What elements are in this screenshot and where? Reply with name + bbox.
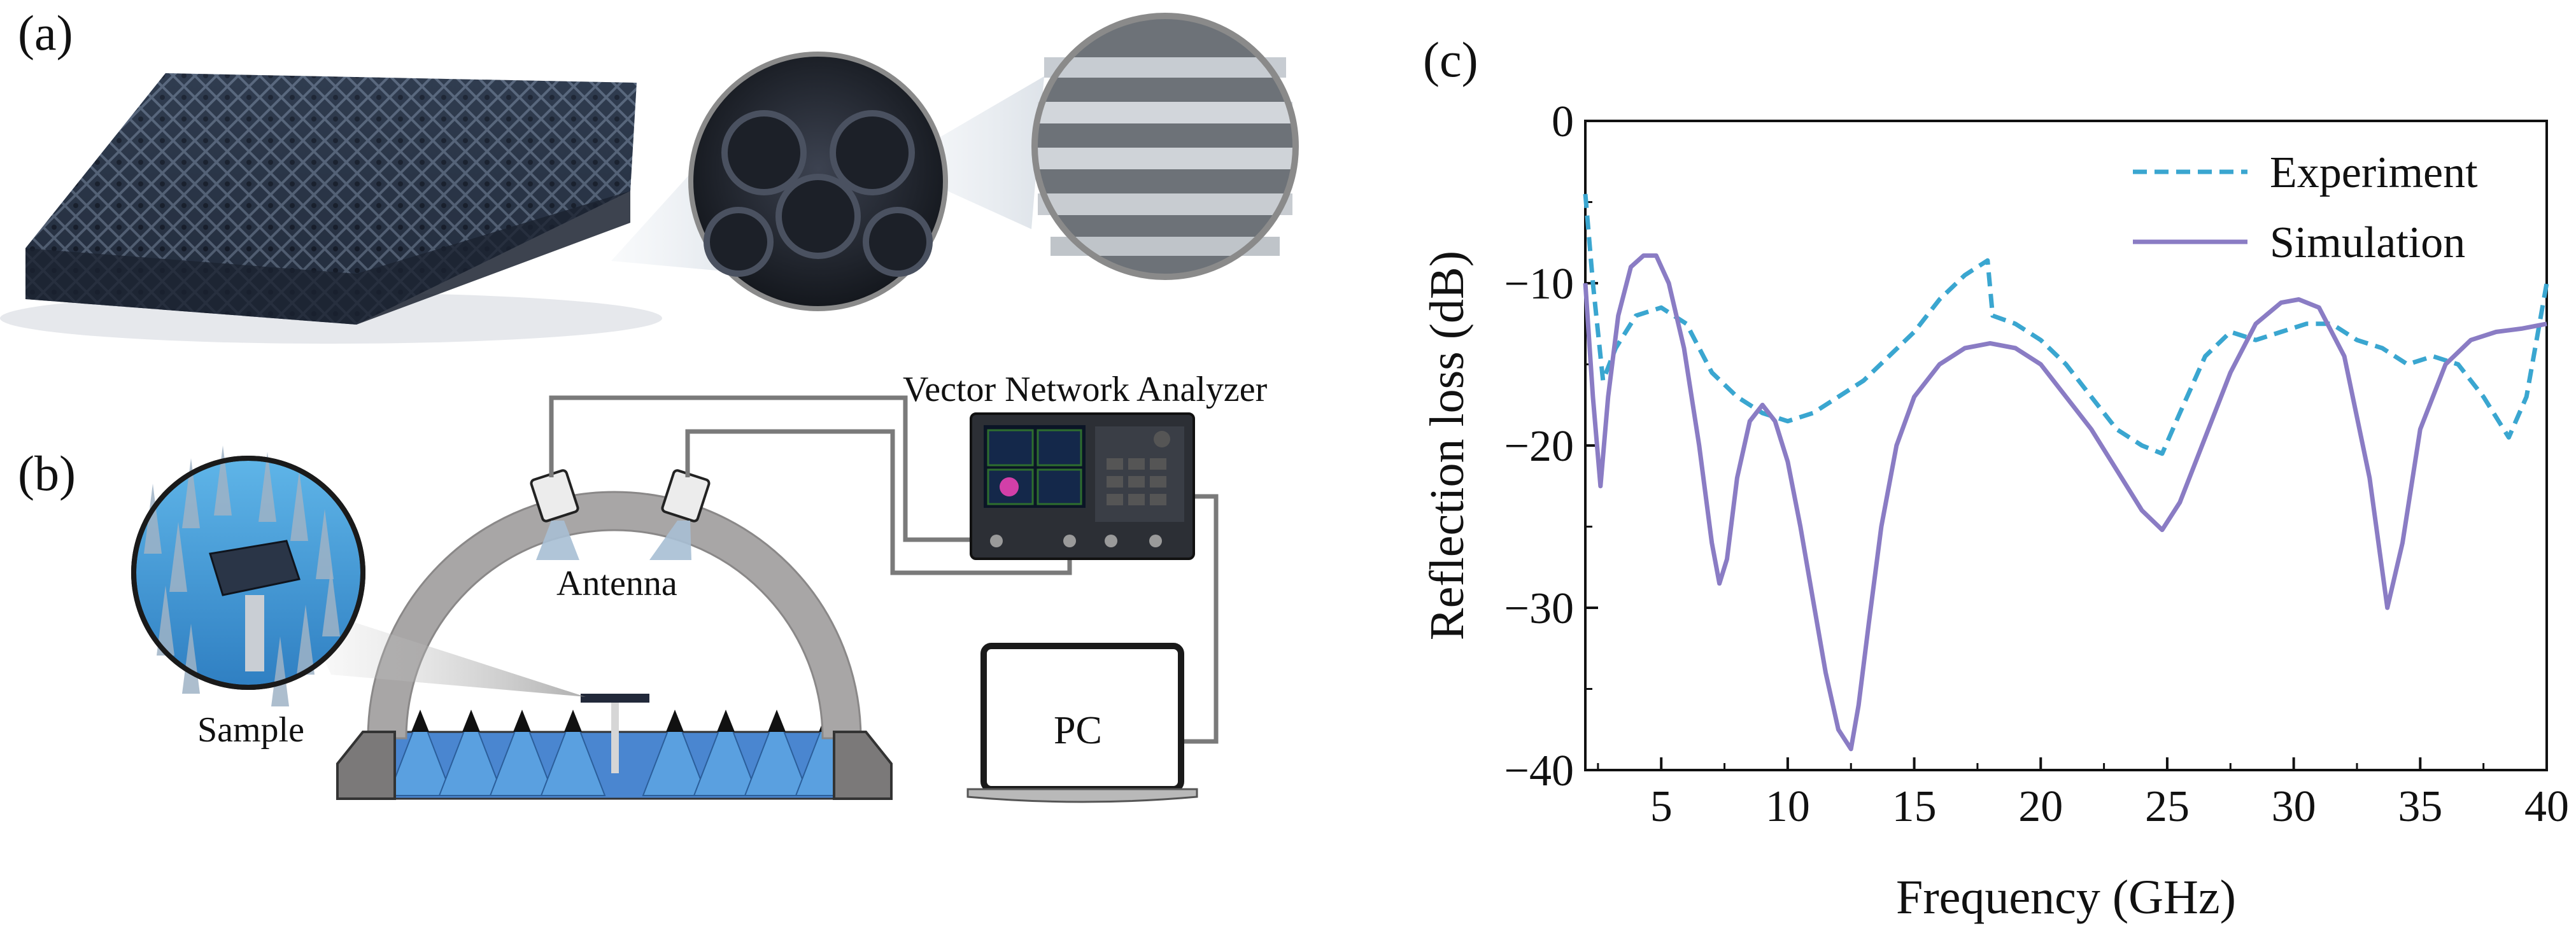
absorber-cone — [438, 711, 504, 796]
absorber-cone-tip — [666, 710, 684, 732]
absorber-cone — [489, 711, 555, 796]
panel-label-a: (a) — [18, 5, 73, 60]
panel-label-c: (c) — [1423, 32, 1478, 87]
x-tick-label: 30 — [2272, 782, 2316, 831]
measurement-arch — [367, 491, 862, 740]
y-tick-label: −20 — [1504, 422, 1574, 471]
x-tick-label: 5 — [1650, 782, 1673, 831]
anechoic-chamber — [336, 491, 893, 800]
series-line-simulation — [1583, 253, 2547, 752]
absorber-cone — [642, 711, 708, 796]
x-tick-label: 40 — [2524, 782, 2569, 831]
inset-spike — [316, 509, 334, 579]
x-tick-label: 20 — [2018, 782, 2063, 831]
laptop-pc — [966, 643, 1198, 803]
absorber-cone-tip — [717, 710, 735, 732]
absorber-cone-tip — [462, 710, 480, 732]
inset-spike — [157, 586, 174, 656]
sample-inset — [131, 445, 365, 706]
lattice-sample-photo — [0, 73, 662, 344]
pc-label: PC — [1054, 709, 1102, 752]
absorber-cone-tip — [411, 710, 429, 732]
x-tick-label: 25 — [2145, 782, 2190, 831]
inset-absorber-spikes — [144, 445, 340, 706]
panel-a: (a) — [0, 5, 1299, 344]
y-tick-label: 0 — [1552, 97, 1574, 146]
inset-spike — [258, 452, 276, 522]
antenna-left — [530, 469, 579, 560]
antenna-right — [649, 469, 711, 560]
legend-label-experiment: Experiment — [2270, 148, 2478, 197]
inset-spike — [271, 636, 289, 706]
series-line-experiment — [1583, 193, 2549, 456]
inset-spike — [290, 471, 308, 541]
inset-spike — [182, 458, 200, 528]
y-axis-label: Reflection loss (dB) — [1420, 251, 1474, 640]
zoom-beam-2 — [891, 76, 1044, 229]
absorber-cone — [744, 711, 810, 796]
inset-spike — [214, 445, 232, 516]
absorber-cone-tip — [768, 710, 786, 732]
absorber-cone — [387, 711, 453, 796]
sample-stand — [611, 697, 619, 773]
vector-network-analyzer — [970, 412, 1195, 560]
zoom-circle-structure — [688, 52, 948, 311]
x-axis-label: Frequency (GHz) — [1896, 871, 2236, 924]
inset-spike — [169, 522, 187, 592]
absorber-cone-tip — [564, 710, 582, 732]
panel-label-b: (b) — [18, 445, 76, 501]
arch-foot-left — [336, 731, 396, 800]
inset-spike — [297, 605, 315, 675]
x-tick-label: 35 — [2398, 782, 2442, 831]
antenna-label: Antenna — [556, 564, 677, 603]
vna-label: Vector Network Analyzer — [903, 370, 1268, 409]
absorber-cone — [540, 711, 606, 796]
inset-spike — [322, 566, 340, 636]
sample-zoom-cone — [299, 605, 586, 697]
legend-label-simulation: Simulation — [2270, 218, 2465, 267]
y-tick-label: −10 — [1504, 260, 1574, 309]
y-tick-label: −30 — [1504, 584, 1574, 633]
absorber-cone — [693, 711, 759, 796]
x-tick-label: 10 — [1766, 782, 1810, 831]
panel-c: (c) 5 10 15 20 25 30 35 40 0 −10 −20 −30 −40Frequenc… — [1420, 32, 2569, 924]
zoom-circle-surface — [1031, 13, 1299, 280]
inset-spike — [144, 484, 162, 554]
arch-foot-right — [833, 731, 893, 800]
sample-label: Sample — [197, 710, 304, 750]
y-tick-label: −40 — [1504, 747, 1574, 796]
sample-plate — [581, 694, 649, 703]
x-tick-label: 15 — [1892, 782, 1937, 831]
absorber-cones — [387, 710, 861, 796]
absorber-cone-tip — [513, 710, 531, 732]
panel-b: (b) Sample — [18, 370, 1268, 803]
